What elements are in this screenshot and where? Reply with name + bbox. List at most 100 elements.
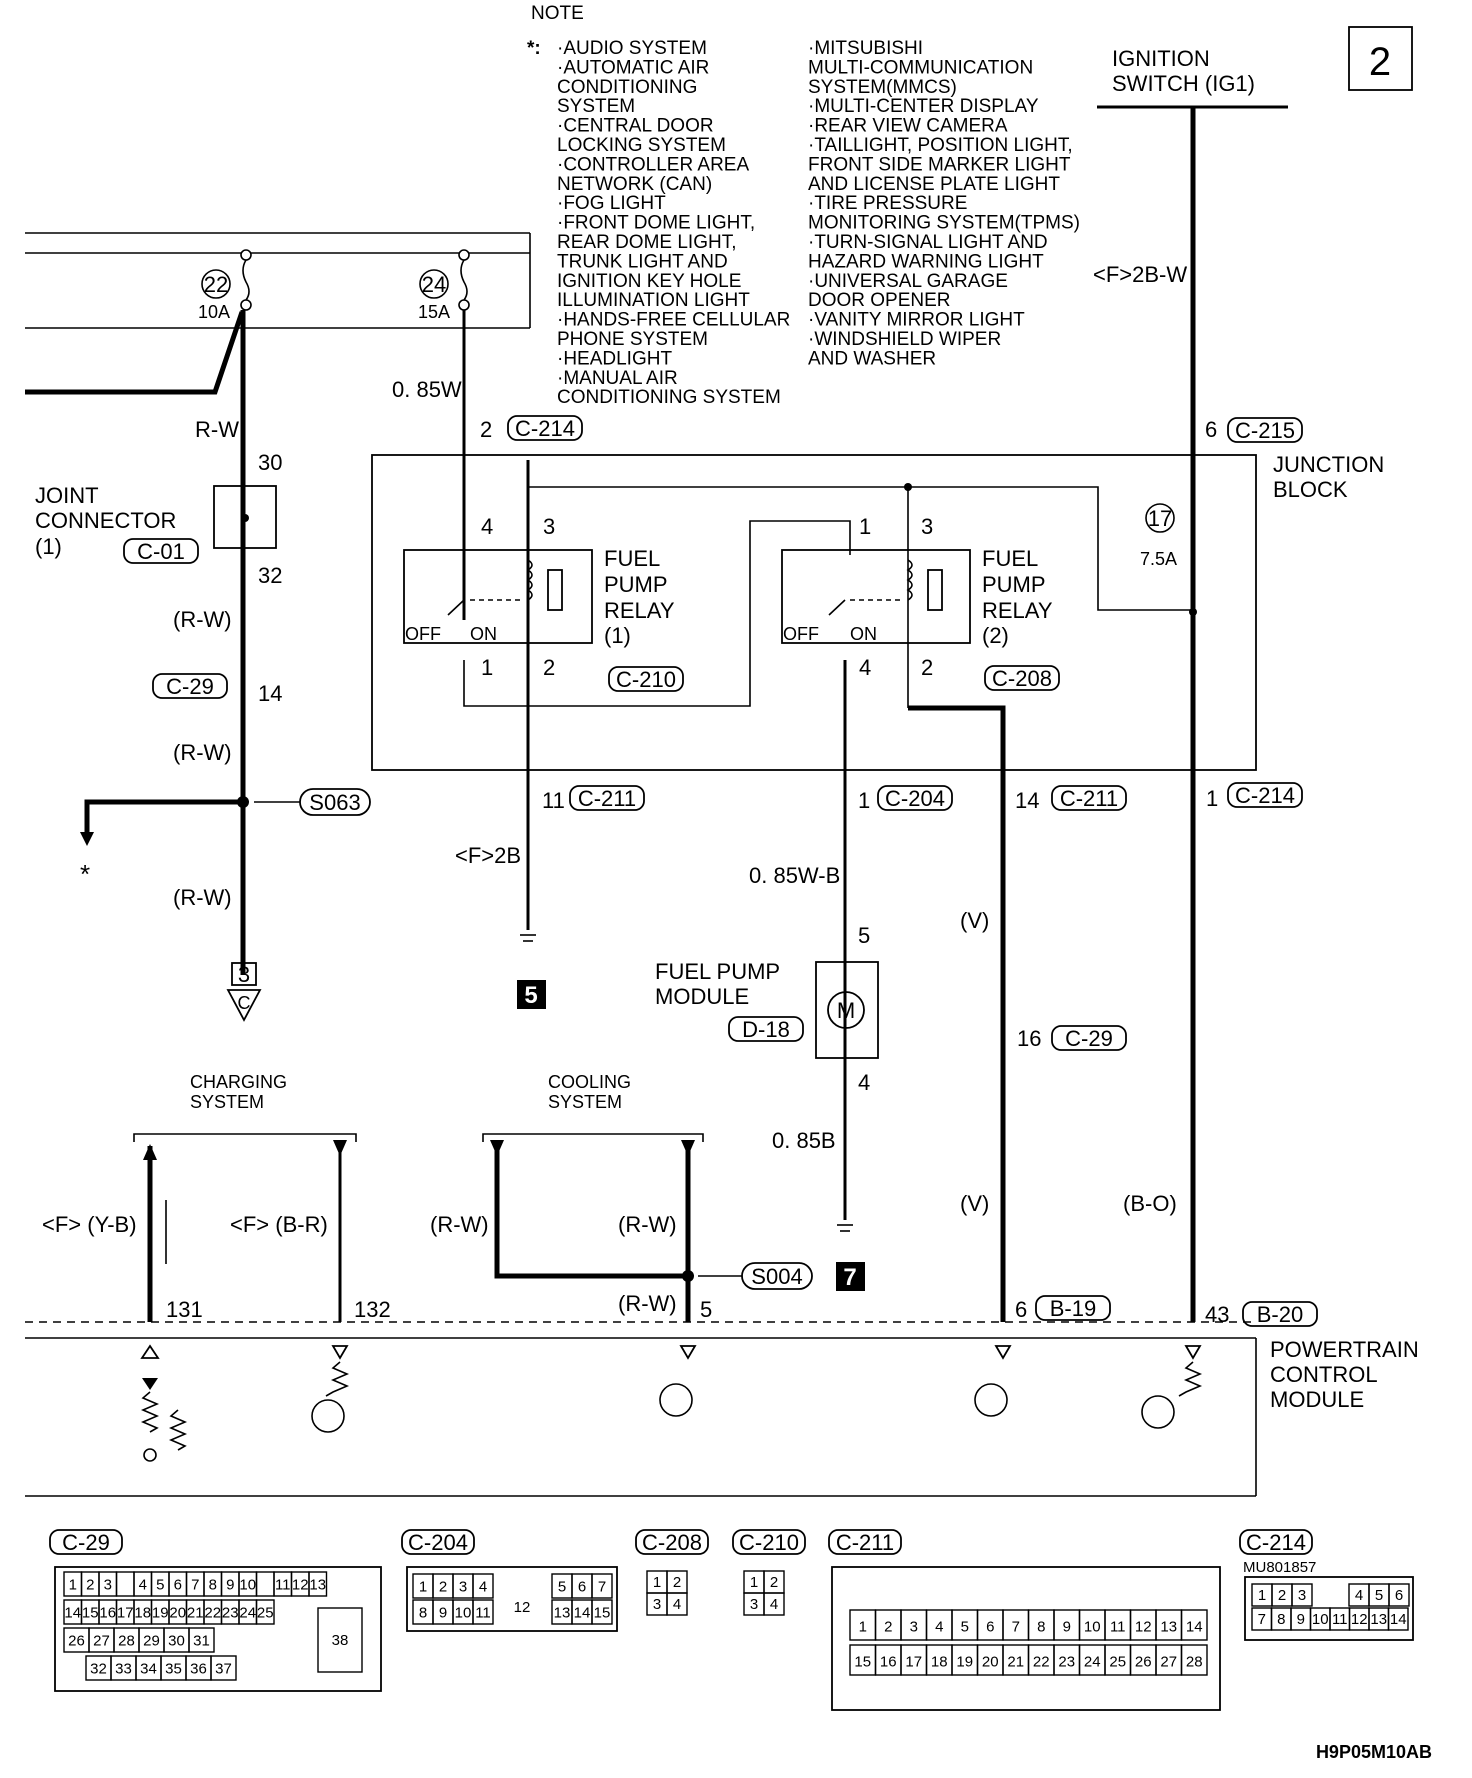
joint-line3: (1) [35,534,62,559]
cv-c211-r1-pin: 4 [935,1619,943,1636]
note-right-item: FRONT SIDE MARKER LIGHT [808,154,1071,175]
cv-c214-r1b-pin: 6 [1395,1587,1403,1604]
relay2-coil-out [908,707,1004,770]
c214b-id: C-214 [1235,783,1295,808]
cv-c214-r2-pin: 9 [1297,1611,1305,1628]
cv-c29-r4-pin: 35 [165,1660,182,1677]
note-left-item: NETWORK (CAN) [557,174,712,195]
c214-top-badge [507,415,583,441]
relay1-line4: (1) [604,623,631,648]
cv-c29-r3-pin: 28 [118,1632,135,1649]
cv-c211-r2-pin: 16 [880,1654,897,1671]
relay2-pin1: 1 [859,514,871,539]
note-right-item: AND WASHER [808,348,936,369]
cv-c29-r2-pin: 15 [82,1604,99,1621]
relay1-on: ON [470,624,497,644]
cv-c211-badge [828,1529,902,1555]
cv-c204-r1b-cell [591,1573,613,1599]
cv-c214-r2-pin: 7 [1258,1611,1266,1628]
cv-c204-r2a-pin: 10 [455,1604,472,1621]
s063-id: S063 [309,790,360,815]
c204-badge [877,785,953,811]
note-right-item: ·REAR VIEW CAMERA [808,116,1008,137]
cv-c211-r2-pin: 20 [982,1654,999,1671]
ref-c-triangle [226,989,262,1022]
c210-badge [608,666,684,692]
note-left-item: PHONE SYSTEM [557,329,708,350]
relay2-pin4: 4 [859,655,871,680]
fuse24-bottom-terminal [458,299,470,311]
c29-mid-badge [1051,1025,1127,1051]
cv-c29-r2-pin: 20 [169,1604,186,1621]
fuel-pump-pin4: 4 [858,1070,870,1095]
cv-c29-r1-pin: 6 [174,1576,182,1593]
note-right-item: DOOR OPENER [808,290,951,311]
d18-id: D-18 [742,1017,790,1042]
joint-line1: JOINT [35,483,99,508]
cv-c211-r2-pin: 23 [1058,1654,1075,1671]
cv-c204-r1a-cell [472,1573,494,1599]
joint-connector-box [213,485,277,549]
fuse24-rating: 15A [418,302,450,322]
battery-lead [25,311,245,395]
cv-c210-badge [732,1529,806,1555]
fuel-pump-line1: FUEL PUMP [655,959,780,984]
cv-c210-r1-pin: 1 [750,1574,758,1591]
ignition-line1: IGNITION [1112,46,1210,71]
relay1-off: OFF [405,624,441,644]
cv-c211-r1-pin: 9 [1063,1619,1071,1636]
cv-c29-r4-cell [210,1655,237,1681]
cv-c204-r2b-pin: 15 [594,1604,611,1621]
cv-c29-r2-pin: 24 [239,1604,256,1621]
b19-pin: 6 [1015,1297,1027,1322]
cv-c29-r2-pin: 14 [64,1604,81,1621]
cooling-arrow-left [490,1140,504,1156]
fuse24-top-terminal [458,249,470,261]
relay1-line1: FUEL [604,546,660,571]
relay1-line3: RELAY [604,598,675,623]
joint-conn-badge [123,538,199,564]
cv-c29-r1-pin: 12 [292,1576,309,1593]
fuse22-icon [242,259,250,301]
cv-c211-r2-pin: 17 [905,1654,922,1671]
note-right-item: ·MITSUBISHI [808,38,923,59]
joint-pin-32: 32 [258,563,282,588]
note-right-item: SYSTEM(MMCS) [808,77,957,98]
c214-top-pin: 2 [480,417,492,442]
note-right-list: ·MITSUBISHIMULTI-COMMUNICATIONSYSTEM(MMC… [808,38,1080,369]
cooling-wire-left [494,1146,688,1279]
relay1-resistor-icon [547,569,563,611]
cv-c210-r1-pin: 2 [770,1574,778,1591]
note-left-item: ·HEADLIGHT [557,348,672,369]
cv-c214-r2-pin: 10 [1312,1611,1329,1628]
cv-c214-r1b-pin: 5 [1375,1587,1383,1604]
wire-rw-c3: (R-W) [618,1291,677,1316]
star-marker: * [80,859,90,889]
cv-c211-r2-pin: 19 [956,1654,973,1671]
cv-c211-r1-pin: 12 [1135,1619,1152,1636]
relay1-line2: PUMP [604,572,668,597]
c211a-id: C-211 [578,786,636,811]
cv-c29-r1-cell [308,1571,328,1597]
page-number: 2 [1369,40,1391,84]
cv-c204-title: C-204 [408,1530,468,1555]
fuel-pump-motor: M [837,998,855,1023]
cv-c29-badge [49,1529,123,1555]
cv-c211-r2-pin: 27 [1160,1654,1177,1671]
ref-3-box [231,962,257,986]
cv-c211-r1-pin: 11 [1110,1619,1126,1636]
c214b-pin: 1 [1206,786,1218,811]
s004-id: S004 [751,1264,802,1289]
cv-c29-big-pin: 38 [332,1632,349,1649]
fuse22-badge [201,269,231,299]
note-left-item: ILLUMINATION LIGHT [557,290,750,311]
cv-c211-r2-pin: 18 [931,1654,948,1671]
cv-c29-r2-pin: 16 [99,1604,116,1621]
pcm-line3: MODULE [1270,1387,1364,1412]
cv-c214-r1a-cell [1291,1583,1313,1607]
relay1-pin2: 2 [543,655,555,680]
